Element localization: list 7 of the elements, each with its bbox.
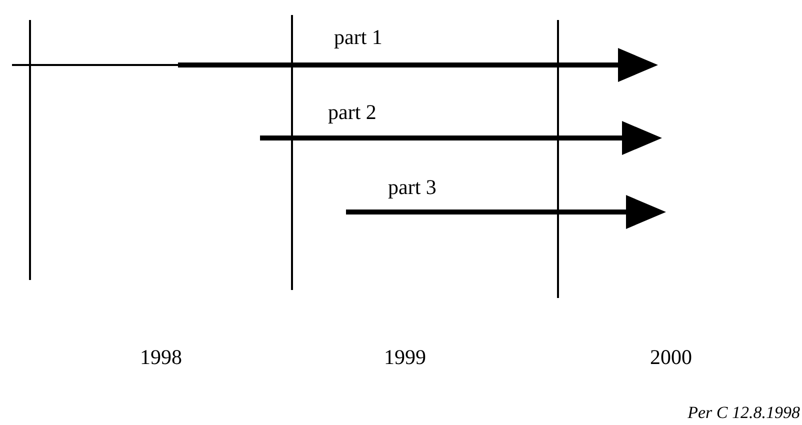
year-label: 1999: [384, 347, 426, 368]
part-label: part 1: [334, 27, 382, 48]
year-label: 1998: [140, 347, 182, 368]
author-date-note: Per C 12.8.1998: [688, 404, 800, 421]
part-label: part 2: [328, 102, 376, 123]
year-label: 2000: [650, 347, 692, 368]
part-label: part 3: [388, 177, 436, 198]
